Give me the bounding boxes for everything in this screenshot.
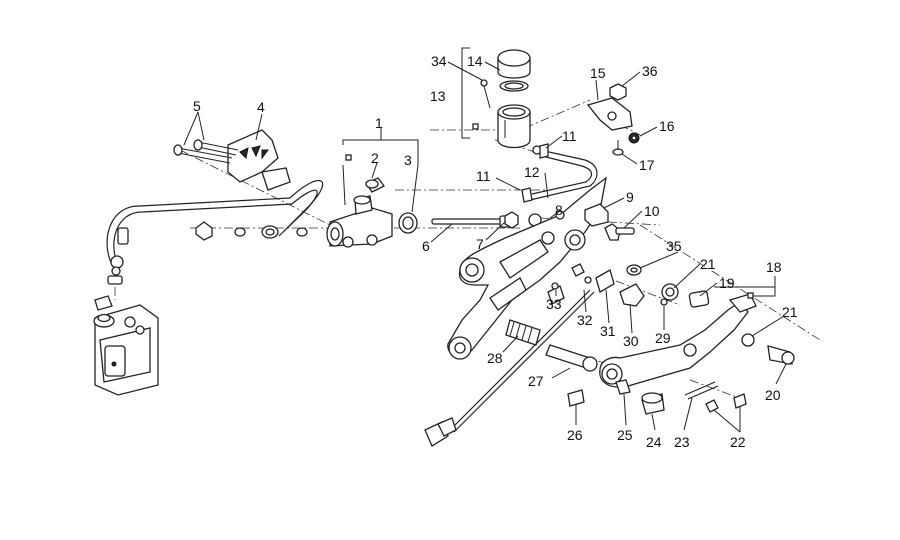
banjo-bolt-washers: [195, 221, 308, 241]
switch-bracket-parts: [547, 263, 668, 307]
callout-11-upper: 11: [562, 128, 577, 144]
master-cylinder: [326, 177, 393, 248]
callout-36: 36: [642, 63, 658, 79]
callout-32: 32: [577, 312, 593, 328]
callout-7: 7: [476, 236, 484, 252]
callout-34: 34: [431, 53, 447, 69]
square-markers: [345, 123, 754, 299]
callout-9: 9: [626, 189, 634, 205]
brake-light-switch-cable: [424, 289, 595, 447]
pedal-spindle: [545, 344, 598, 372]
callout-5: 5: [193, 98, 201, 114]
pedal-bottom-hardware: [567, 379, 747, 415]
callout-4: 4: [257, 99, 265, 115]
pivot-pin-bushing: [555, 203, 635, 241]
callout-30: 30: [623, 333, 639, 349]
reservoir-hose: [521, 143, 598, 203]
reservoir-bracket: [586, 83, 640, 156]
callout-31: 31: [600, 323, 616, 339]
footrest-bracket-plate: [447, 176, 607, 360]
callout-16: 16: [659, 118, 675, 134]
callout-2: 2: [371, 150, 379, 166]
callout-21-upper: 21: [700, 256, 716, 272]
callout-27: 27: [528, 373, 544, 389]
callout-29: 29: [655, 330, 671, 346]
lock-nut: [504, 211, 542, 229]
callout-24: 24: [646, 434, 662, 450]
callout-14: 14: [467, 53, 483, 69]
bracket-screws: [173, 139, 239, 164]
callout-15: 15: [590, 65, 606, 81]
callout-11-lower: 11: [476, 168, 491, 184]
callout-13: 13: [430, 88, 446, 104]
callout-26: 26: [567, 427, 583, 443]
callout-25: 25: [617, 427, 633, 443]
brake-hose: [106, 179, 324, 285]
hose-guide-bracket: [227, 129, 291, 191]
callout-35: 35: [666, 238, 682, 254]
callout-21-lower: 21: [782, 304, 798, 320]
callout-12: 12: [524, 164, 540, 180]
callout-17: 17: [639, 157, 655, 173]
callout-3: 3: [404, 152, 412, 168]
callout-18: 18: [766, 259, 782, 275]
callout-10: 10: [644, 203, 660, 219]
callout-20: 20: [765, 387, 781, 403]
callout-22: 22: [730, 434, 746, 450]
brake-caliper: [93, 295, 159, 396]
leader-lines: [183, 47, 787, 433]
callout-labels: 1 2 3 4 5 6 7 8 9 10 11 11 12 13 14 15 1…: [193, 53, 798, 450]
pedal-pivot-parts: [661, 283, 795, 365]
fluid-reservoir: [480, 49, 542, 155]
callout-6: 6: [422, 238, 430, 254]
dust-boot: [398, 212, 418, 234]
callout-8: 8: [555, 202, 563, 218]
callout-1: 1: [375, 115, 383, 131]
callout-23: 23: [674, 434, 690, 450]
rubber-bellows: [505, 319, 541, 346]
callout-19: 19: [719, 275, 735, 291]
callout-28: 28: [487, 350, 503, 366]
callout-33: 33: [546, 296, 562, 312]
